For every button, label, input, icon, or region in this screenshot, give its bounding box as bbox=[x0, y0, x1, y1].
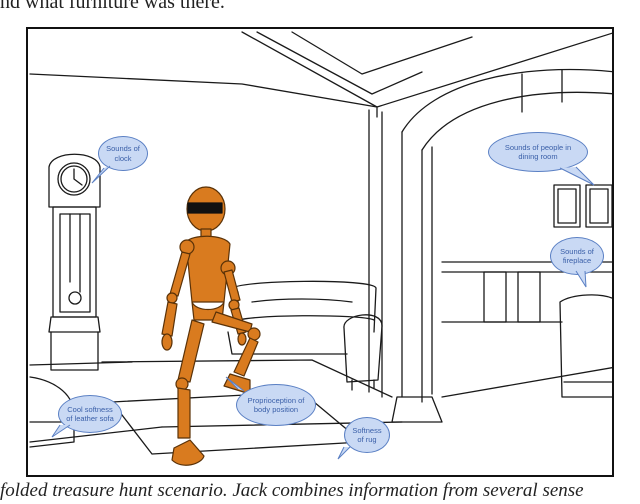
treasure-hunt-illustration: Sounds of clock Sounds of people in dini… bbox=[26, 27, 614, 477]
mannequin-figure bbox=[162, 187, 260, 465]
bubble-proprioception: Proprioception of body position bbox=[236, 384, 316, 426]
bubble-tail-rug bbox=[336, 445, 356, 461]
grandfather-clock bbox=[49, 154, 100, 370]
armchair-right bbox=[560, 295, 614, 397]
bubble-tail-fireplace bbox=[574, 269, 590, 289]
bubble-tail-sofa bbox=[50, 423, 74, 439]
wall-frames bbox=[554, 185, 612, 227]
ceiling-lines bbox=[30, 32, 614, 117]
bubble-tail-clock bbox=[90, 165, 114, 185]
figure-caption: folded treasure hunt scenario. Jack comb… bbox=[0, 480, 640, 502]
bubble-tail-proprioception bbox=[224, 375, 248, 393]
preceding-paragraph-text: nd what furniture was there. bbox=[0, 0, 640, 14]
bubble-tail-dining bbox=[558, 165, 598, 187]
